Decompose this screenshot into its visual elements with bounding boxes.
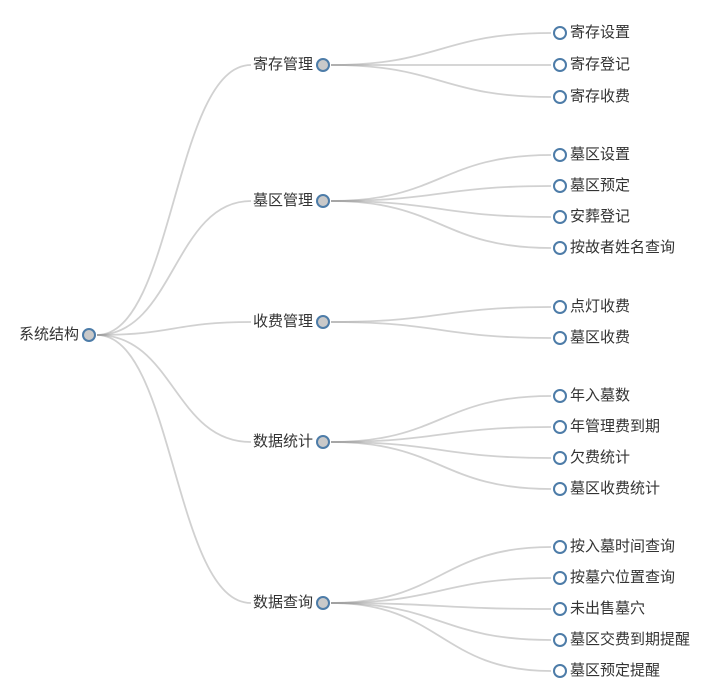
- node-label: 墓区收费统计: [570, 480, 661, 497]
- mindmap-node-leaf[interactable]: 按故者姓名查询: [553, 238, 675, 258]
- mindmap-node-leaf[interactable]: 按入墓时间查询: [553, 537, 675, 557]
- node-expander-icon[interactable]: [553, 300, 567, 314]
- node-label: 年入墓数: [570, 387, 631, 404]
- edge: [330, 546, 552, 604]
- edge: [96, 334, 251, 443]
- mindmap-node-leaf[interactable]: 寄存收费: [553, 87, 630, 107]
- node-expander-icon[interactable]: [553, 664, 567, 678]
- node-label: 按入墓时间查询: [570, 538, 676, 555]
- mindmap-node-leaf[interactable]: 按墓穴位置查询: [553, 568, 675, 588]
- mindmap-node-branch[interactable]: 寄存管理: [253, 55, 330, 75]
- mindmap-node-leaf[interactable]: 年入墓数: [553, 386, 630, 406]
- node-expander-icon[interactable]: [316, 194, 330, 208]
- edge: [330, 306, 552, 323]
- edge: [330, 602, 552, 672]
- mindmap-node-leaf[interactable]: 未出售墓穴: [553, 599, 645, 619]
- mindmap-node-leaf[interactable]: 点灯收费: [553, 297, 630, 317]
- node-expander-icon[interactable]: [82, 328, 96, 342]
- mindmap-node-branch[interactable]: 数据统计: [253, 432, 330, 452]
- node-expander-icon[interactable]: [553, 331, 567, 345]
- node-label: 欠费统计: [570, 449, 631, 466]
- edge: [330, 200, 552, 249]
- mindmap-node-leaf[interactable]: 墓区交费到期提醒: [553, 630, 690, 650]
- edge: [330, 64, 552, 98]
- node-expander-icon[interactable]: [316, 58, 330, 72]
- node-expander-icon[interactable]: [553, 420, 567, 434]
- node-label: 寄存管理: [252, 56, 313, 73]
- mindmap-node-leaf[interactable]: 寄存登记: [553, 55, 630, 75]
- mindmap-node-leaf[interactable]: 年管理费到期: [553, 417, 660, 437]
- edge: [330, 185, 552, 202]
- edge: [330, 200, 552, 218]
- edge: [96, 321, 251, 336]
- node-label: 寄存设置: [570, 24, 631, 41]
- mindmap-node-leaf[interactable]: 安葬登记: [553, 207, 630, 227]
- node-expander-icon[interactable]: [553, 451, 567, 465]
- mindmap-node-leaf[interactable]: 墓区预定: [553, 176, 630, 196]
- node-label: 系统结构: [18, 326, 79, 343]
- mindmap-node-leaf[interactable]: 墓区收费: [553, 328, 630, 348]
- node-label: 墓区交费到期提醒: [570, 631, 691, 648]
- edge: [330, 154, 552, 202]
- node-label: 数据统计: [252, 433, 313, 450]
- node-label: 点灯收费: [570, 298, 631, 315]
- mindmap-node-leaf[interactable]: 欠费统计: [553, 448, 630, 468]
- mindmap-node-leaf[interactable]: 墓区预定提醒: [553, 661, 660, 681]
- edge: [330, 426, 552, 443]
- mindmap-node-branch[interactable]: 墓区管理: [253, 191, 330, 211]
- node-label: 寄存收费: [570, 88, 631, 105]
- node-expander-icon[interactable]: [553, 179, 567, 193]
- node-expander-icon[interactable]: [316, 435, 330, 449]
- edge: [96, 64, 251, 336]
- node-label: 年管理费到期: [570, 418, 661, 435]
- edge: [330, 32, 552, 66]
- edge: [330, 602, 552, 641]
- edge: [330, 321, 552, 339]
- node-expander-icon[interactable]: [553, 482, 567, 496]
- node-label: 墓区管理: [252, 192, 313, 209]
- node-label: 按墓穴位置查询: [570, 569, 676, 586]
- node-label: 墓区收费: [570, 329, 631, 346]
- node-label: 墓区预定提醒: [570, 662, 661, 679]
- edge: [330, 441, 552, 459]
- node-label: 墓区设置: [570, 146, 631, 163]
- node-label: 数据查询: [252, 594, 313, 611]
- edge: [330, 577, 552, 604]
- edge: [330, 441, 552, 490]
- node-expander-icon[interactable]: [553, 633, 567, 647]
- mindmap-node-leaf[interactable]: 寄存设置: [553, 23, 630, 43]
- mindmap-node-leaf[interactable]: 墓区收费统计: [553, 479, 660, 499]
- node-expander-icon[interactable]: [316, 315, 330, 329]
- node-label: 墓区预定: [570, 177, 631, 194]
- edge: [96, 200, 251, 336]
- node-label: 安葬登记: [570, 208, 631, 225]
- node-expander-icon[interactable]: [553, 148, 567, 162]
- node-expander-icon[interactable]: [553, 26, 567, 40]
- mindmap-node-branch[interactable]: 收费管理: [253, 312, 330, 332]
- edge: [330, 602, 552, 610]
- edge: [330, 395, 552, 443]
- mindmap-node-branch[interactable]: 数据查询: [253, 593, 330, 613]
- node-expander-icon[interactable]: [553, 210, 567, 224]
- node-expander-icon[interactable]: [316, 596, 330, 610]
- node-expander-icon[interactable]: [553, 389, 567, 403]
- edge: [96, 334, 251, 604]
- node-expander-icon[interactable]: [553, 90, 567, 104]
- mindmap-node-root[interactable]: 系统结构: [19, 325, 96, 345]
- node-expander-icon[interactable]: [553, 241, 567, 255]
- mindmap-node-leaf[interactable]: 墓区设置: [553, 145, 630, 165]
- node-label: 按故者姓名查询: [570, 239, 676, 256]
- node-expander-icon[interactable]: [553, 571, 567, 585]
- node-expander-icon[interactable]: [553, 540, 567, 554]
- node-label: 未出售墓穴: [570, 600, 646, 617]
- node-label: 寄存登记: [570, 56, 631, 73]
- node-expander-icon[interactable]: [553, 602, 567, 616]
- node-expander-icon[interactable]: [553, 58, 567, 72]
- node-label: 收费管理: [252, 313, 313, 330]
